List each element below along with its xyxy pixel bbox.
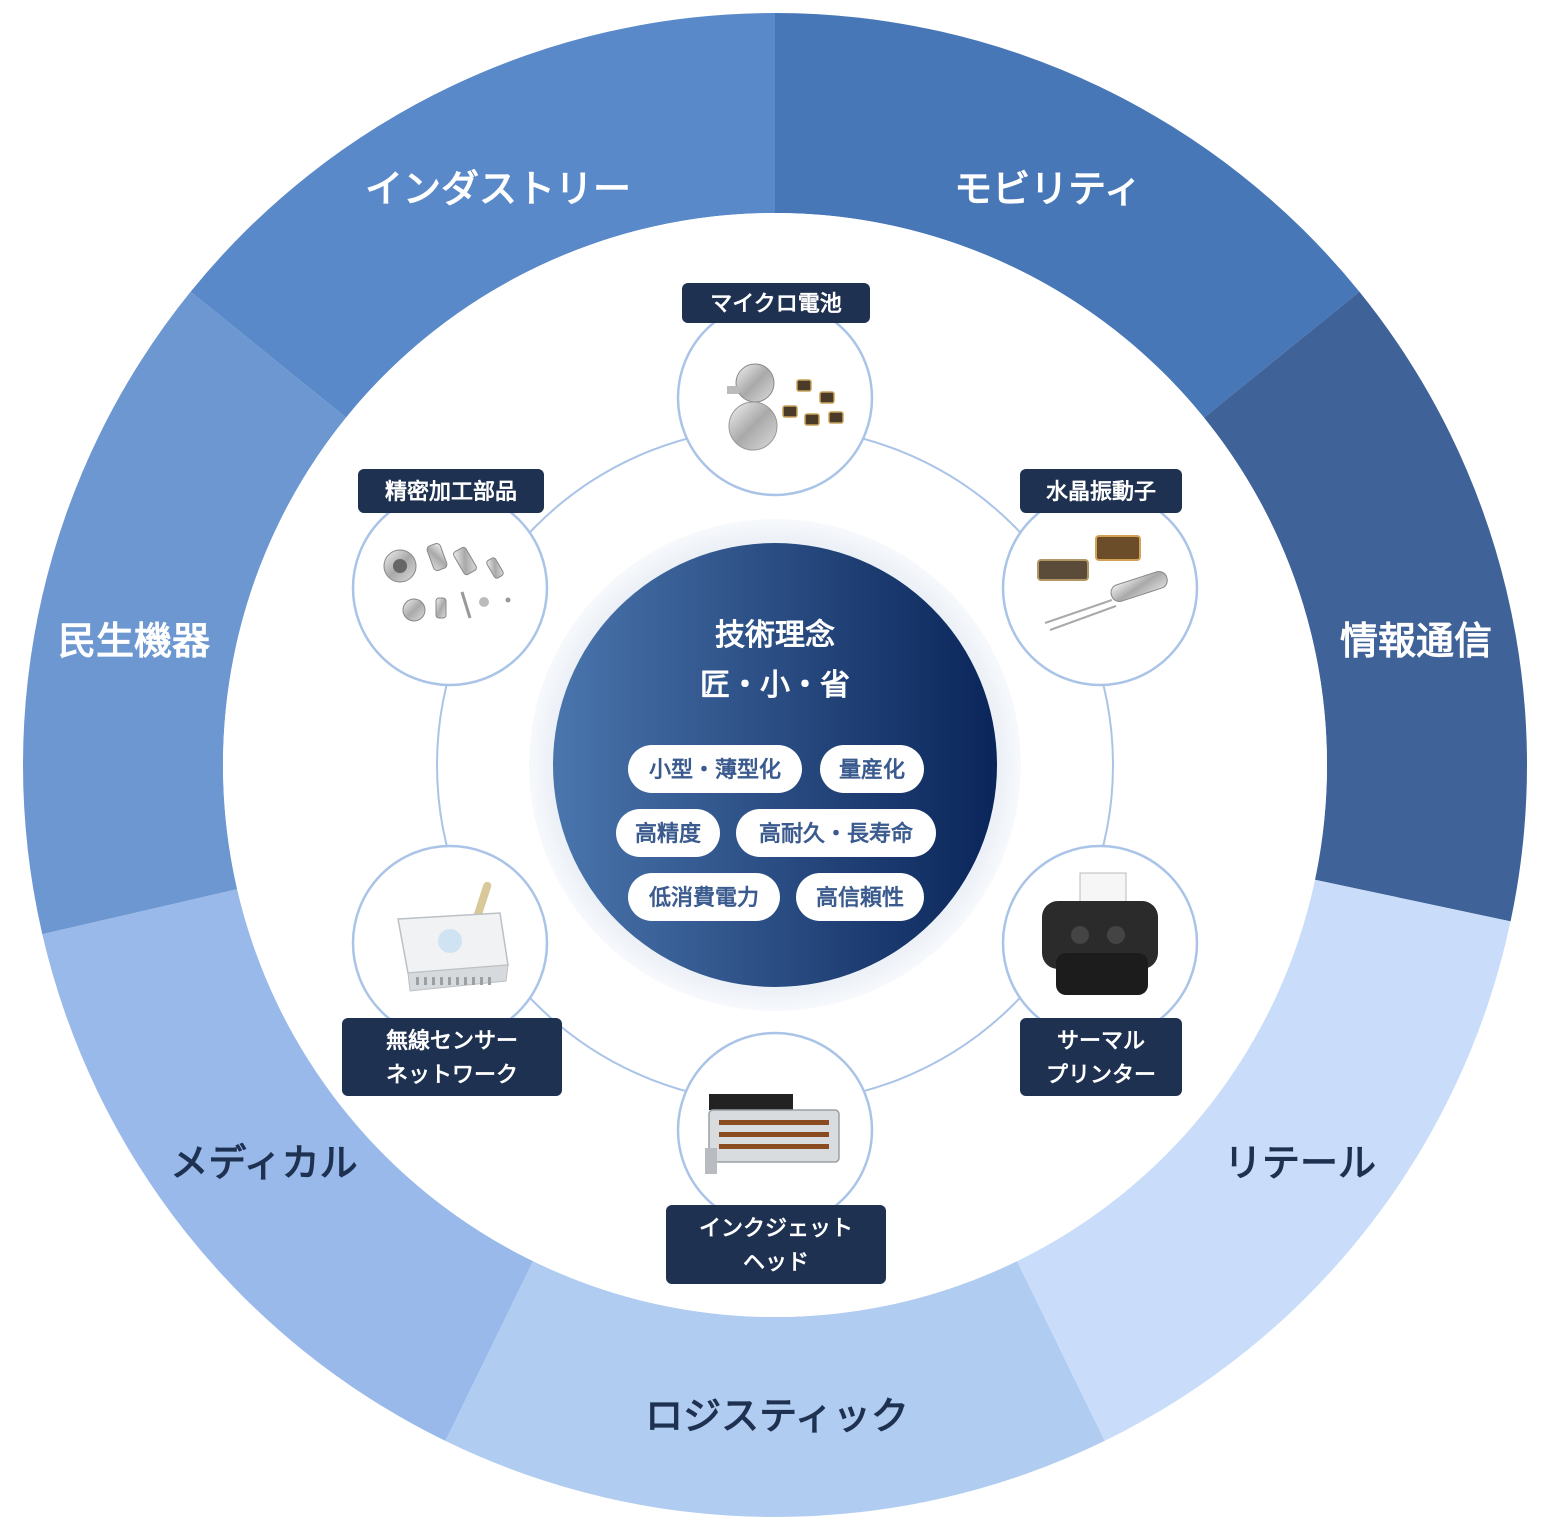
core-value-pill: 高信頼性 bbox=[796, 873, 924, 921]
core-value-pill: 高精度 bbox=[616, 809, 720, 857]
core-value-pill: 高耐久・長寿命 bbox=[736, 809, 936, 857]
product-node: マイクロ電池 bbox=[676, 283, 874, 497]
product-circle bbox=[351, 489, 549, 687]
product-node: 精密加工部品 bbox=[351, 469, 549, 687]
product-label: ヘッド bbox=[743, 1251, 809, 1276]
product-label: ネットワーク bbox=[386, 1063, 518, 1088]
core-title-line1: 技術理念 bbox=[715, 618, 835, 653]
product-tag: 精密加工部品 bbox=[358, 469, 544, 513]
core-value-pill: 量産化 bbox=[820, 745, 924, 793]
product-label: プリンター bbox=[1046, 1063, 1156, 1088]
core-value-pill: 小型・薄型化 bbox=[628, 745, 802, 793]
segment-4 bbox=[445, 1261, 1105, 1517]
pill-label: 高耐久・長寿命 bbox=[759, 821, 914, 847]
product-label: マイクロ電池 bbox=[710, 292, 842, 317]
core-title-line2: 匠・小・省 bbox=[700, 668, 850, 703]
product-label: 無線センサー bbox=[386, 1028, 518, 1054]
segment-label: 情報通信 bbox=[1340, 619, 1492, 663]
pill-label: 小型・薄型化 bbox=[649, 757, 781, 783]
product-circle bbox=[676, 299, 874, 497]
segment-label: 民生機器 bbox=[58, 619, 211, 663]
product-tag: マイクロ電池 bbox=[682, 283, 870, 323]
segment-1 bbox=[775, 13, 1360, 418]
segment-label: インダストリー bbox=[365, 167, 631, 211]
pill-label: 高信頼性 bbox=[816, 885, 904, 911]
segment-label: ロジスティック bbox=[645, 1394, 909, 1438]
pill-label: 低消費電力 bbox=[648, 886, 759, 911]
product-tag: 水晶振動子 bbox=[1020, 469, 1182, 513]
product-label: 水晶振動子 bbox=[1046, 480, 1156, 505]
segment-label: メディカル bbox=[170, 1141, 357, 1185]
product-label: サーマル bbox=[1057, 1029, 1145, 1054]
segment-6 bbox=[22, 291, 347, 935]
segment-label: モビリティ bbox=[954, 167, 1142, 211]
core-value-pill: 低消費電力 bbox=[628, 873, 780, 921]
pill-label: 量産化 bbox=[839, 757, 905, 783]
segment-3 bbox=[1016, 879, 1511, 1441]
product-node: 水晶振動子 bbox=[1001, 469, 1199, 687]
inkjet-head-icon bbox=[705, 1094, 840, 1174]
segment-5 bbox=[42, 889, 534, 1441]
precision-parts-icon bbox=[383, 543, 511, 622]
pill-label: 高精度 bbox=[635, 821, 702, 847]
segment-0 bbox=[190, 13, 775, 418]
segment-2 bbox=[1203, 291, 1527, 922]
thermal-printer-icon bbox=[1042, 872, 1158, 995]
product-circle bbox=[1001, 489, 1199, 687]
product-label: 精密加工部品 bbox=[385, 479, 517, 505]
crystal-oscillator-icon bbox=[1037, 535, 1168, 631]
segment-label: リテール bbox=[1224, 1141, 1376, 1185]
product-label: インクジェット bbox=[699, 1217, 853, 1242]
micro-battery-icon bbox=[727, 363, 844, 451]
wireless-sensor-icon bbox=[397, 881, 509, 992]
